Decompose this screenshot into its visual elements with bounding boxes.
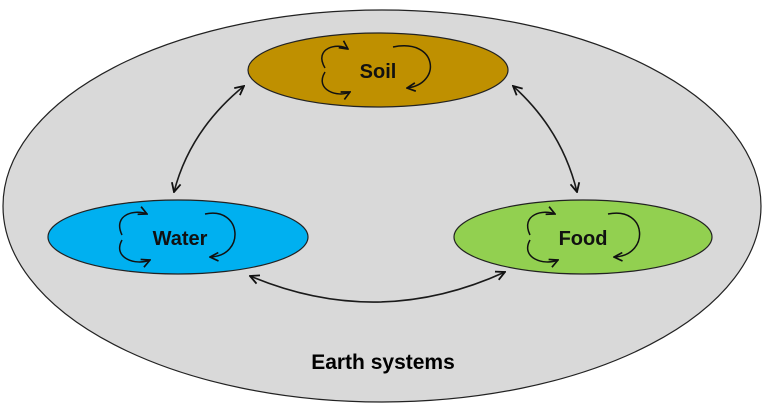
food-ellipse xyxy=(453,199,713,275)
soil-feedback-arrow-top xyxy=(321,46,348,69)
food-label: Food xyxy=(559,228,608,250)
earth-systems-label: Earth systems xyxy=(311,351,455,374)
water-label: Water xyxy=(153,228,208,250)
food-feedback-arrow-top xyxy=(527,212,555,236)
food-node: Food xyxy=(453,199,713,275)
soil-node: Soil xyxy=(247,32,509,108)
water-ellipse xyxy=(47,199,309,275)
soil-feedback-arrow-right xyxy=(392,45,432,88)
water-feedback-arrow-top xyxy=(119,212,147,236)
soil-feedback-arrow-left xyxy=(321,71,350,94)
food-feedback-arrow-right xyxy=(607,212,641,257)
soil-food-link xyxy=(513,86,577,192)
water-feedback-arrow-left xyxy=(119,239,150,262)
food-feedback-arrow-left xyxy=(527,239,558,262)
soil-label: Soil xyxy=(360,61,397,83)
soil-ellipse xyxy=(247,32,509,108)
soil-water-link xyxy=(174,86,244,192)
water-node: Water xyxy=(47,199,309,275)
water-feedback-arrow-right xyxy=(204,212,236,257)
water-food-link xyxy=(250,272,505,303)
